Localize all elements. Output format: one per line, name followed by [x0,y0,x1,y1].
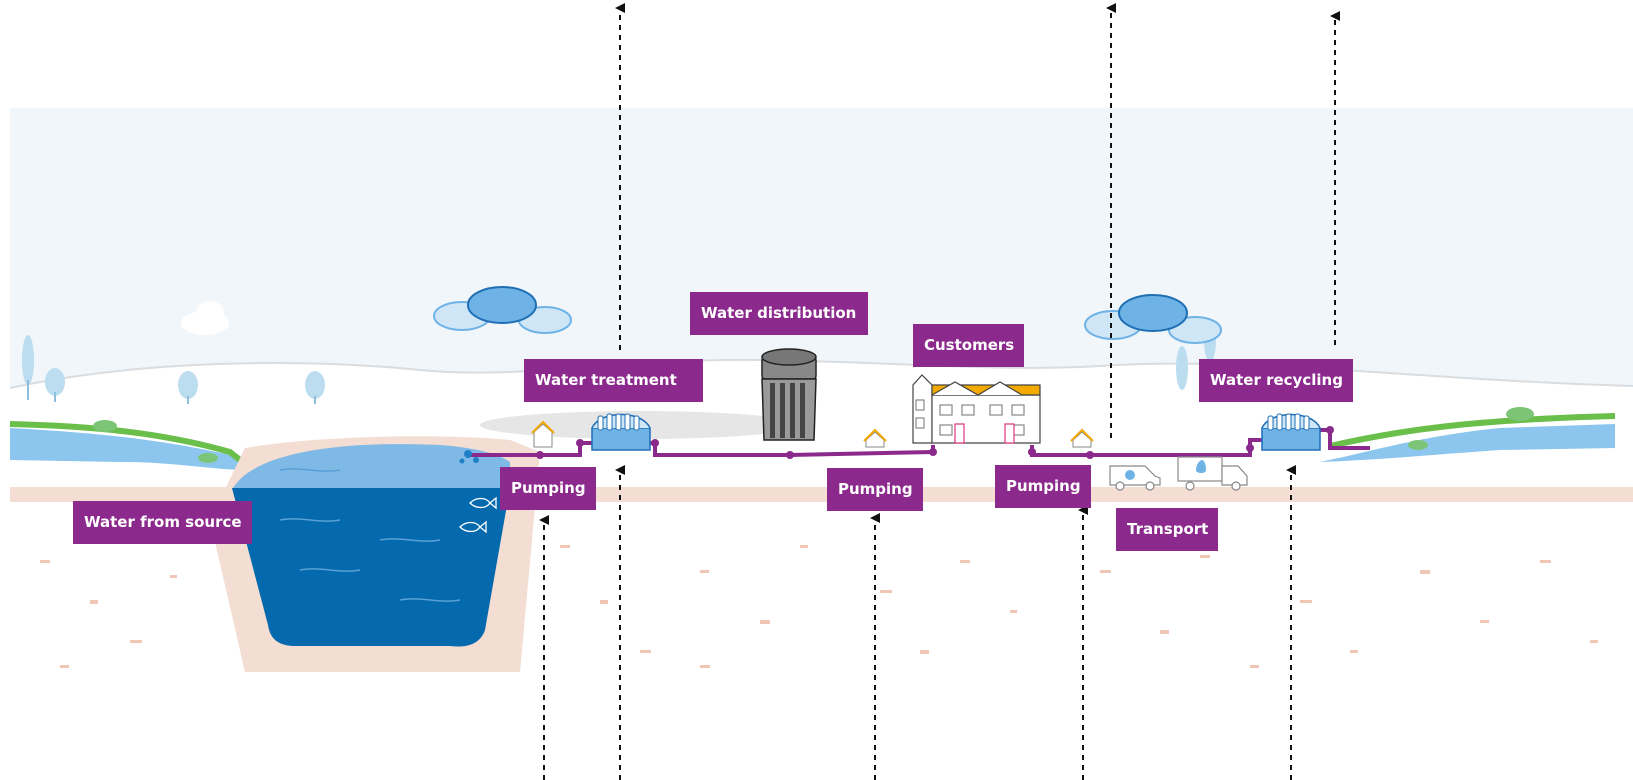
sky-panel [10,108,1633,388]
water-ripples [279,468,461,602]
soil-speckles [40,545,1598,668]
label-transport: Transport [1116,508,1219,551]
label-water-treatment: Water treatment [524,359,703,402]
flow-arrows [539,3,1340,780]
fish-icon [459,496,497,534]
reservoir-water-top [232,444,510,490]
treatment-plant-icon [591,413,651,451]
van-icon [1109,465,1161,491]
water-tower-icon [761,348,817,441]
houses-icon [912,374,1041,444]
pump-house-icon [531,420,555,448]
riverbank-right [1329,413,1616,449]
label-pumping-1: Pumping [500,467,596,510]
label-pumping-2: Pumping [827,468,923,511]
label-water-distribution: Water distribution [690,292,868,335]
reservoir-water [232,488,510,647]
river-right [1320,424,1615,462]
tree-icon [22,318,1216,404]
water-drop-icon [459,450,479,464]
label-water-recycling: Water recycling [1199,359,1353,402]
label-customers: Customers [913,324,1025,367]
pipeline [470,428,1370,457]
pipe-joints [536,426,1334,459]
riverbank-left [9,421,242,463]
truck-icon [1177,456,1248,491]
bush-icon [93,407,1534,463]
pump-house-icon [1070,428,1094,448]
cloud-icon [181,301,229,335]
river-left [10,428,250,470]
treatment-plant-icon [1261,413,1321,451]
cloud-icon [433,286,572,334]
pump-house-icon [863,428,887,448]
label-water-from-source: Water from source [73,501,252,544]
label-pumping-3: Pumping [995,465,1091,508]
cloud-icon [1084,294,1222,344]
